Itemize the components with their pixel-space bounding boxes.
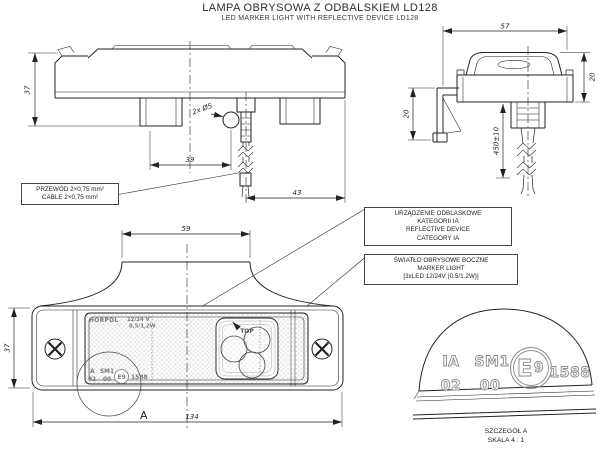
end-bracket-plate <box>436 88 444 142</box>
cable-note-box: PRZEWÓD 2×0,75 mm² CABLE 2×0,75 mm² <box>21 183 119 206</box>
callout-reflective-line1: URZĄDZENIE ODBLASKOWE <box>394 210 482 217</box>
callout-reflective-line2: KATEGORII IA <box>417 218 459 226</box>
cable-note-pl: PRZEWÓD 2×0,75 mm² <box>36 186 104 193</box>
detail-e-digit: 9 <box>534 360 544 376</box>
detail-caption-line1: SZCZEGÓŁ A <box>484 428 528 435</box>
led-3 <box>238 351 266 379</box>
detail-a-view: IA SM1 02 00 E 9 1588 <box>412 308 597 420</box>
detail-a-circle <box>76 351 142 417</box>
lens-row2b: 00 <box>103 377 111 383</box>
side-cable-plug <box>239 172 252 187</box>
callout-marker-line3: [3xLED 12/24V (0.5/1.2W)] <box>403 273 479 281</box>
detail-e-circle-outer <box>510 347 552 389</box>
lens-category: IA <box>88 369 95 375</box>
detail-caption-line2: SKALA 4 : 1 <box>487 437 525 445</box>
dim-cable-length: 450±10 <box>493 126 501 155</box>
detail-dome <box>418 308 593 392</box>
detail-a-caption: SZCZEGÓŁ A SKALA 4 : 1 <box>446 427 566 445</box>
side-foot-right <box>279 97 321 125</box>
front-view-dimensions: 59 37 134 A <box>4 225 343 427</box>
lens-e-mark: E9 <box>117 374 125 381</box>
end-lens-oval <box>497 60 531 69</box>
side-body-outline <box>54 55 346 99</box>
dim-end-bracket-height: 20 <box>403 109 411 118</box>
dim-cable-to-end: 43 <box>293 189 302 197</box>
dim-side-height: 37 <box>24 85 32 94</box>
detail-approval-number: 1588 <box>550 365 591 381</box>
side-cable-break-2 <box>237 161 254 174</box>
screw-right <box>311 338 333 360</box>
detail-row2b: 00 <box>480 378 500 394</box>
cable-note-leader <box>109 172 239 197</box>
lens-brand: HORPOL <box>89 318 119 324</box>
drawing-title-en: LED MARKER LIGHT WITH REFLECTIVE DEVICE … <box>221 14 419 22</box>
end-cable-break-2 <box>516 161 537 176</box>
dim-front-height: 37 <box>4 343 12 352</box>
side-mounting-hole <box>222 111 240 129</box>
detail-e-circle-inner <box>513 350 549 386</box>
led-1 <box>220 335 248 363</box>
callout-reflective-line3: REFLECTIVE DEVICE <box>405 226 471 234</box>
end-view <box>432 46 574 198</box>
callout-marker-line2: MARKER LIGHT <box>417 265 465 273</box>
detail-type: SM1 <box>474 354 509 370</box>
callout-reflective-line4: CATEGORY IA <box>416 234 460 242</box>
side-lens-top <box>87 48 313 59</box>
lens-power: 0,5/1,2W <box>129 324 156 330</box>
end-dome-outline <box>465 52 563 76</box>
lens-e-mark-circle <box>114 369 129 384</box>
lens-markings: HORPOL 12/24 V 0,5/1,2W IA SM1 02 00 E9 … <box>88 317 254 384</box>
title-block: LAMPA OBRYSOWA Z ODBALSKIEM LD128 LED MA… <box>120 2 520 23</box>
end-cable-break-1 <box>516 142 537 157</box>
screw-left <box>44 338 66 360</box>
lens-row2a: 02 <box>88 377 96 383</box>
detail-category: IA <box>442 354 459 370</box>
lens-approval-number: 1588 <box>131 374 148 381</box>
marker-light-callout: ŚWIATŁO OBRYSOWE BOCZNE MARKER LIGHT [3x… <box>364 254 518 285</box>
drawing-title-pl: LAMPA OBRYSOWA Z ODBALSKIEM LD128 <box>202 2 438 14</box>
side-foot-left <box>139 97 183 127</box>
dim-hole-spacing: 39 <box>186 156 195 164</box>
reflective-device-callout: URZĄDZENIE ODBLASKOWE KATEGORII IA REFLE… <box>364 207 512 246</box>
side-view-dimensions: 37 39 43 2x Ø5 <box>24 52 346 203</box>
dim-end-lens-height: 20 <box>589 72 597 81</box>
dim-end-width: 57 <box>501 23 510 31</box>
dim-bracket-width: 59 <box>182 225 191 233</box>
lens-type: SM1 <box>100 369 114 375</box>
dim-total-width: 134 <box>185 413 198 421</box>
side-cable-break-1 <box>237 145 254 158</box>
detail-ref-label: A <box>140 409 148 422</box>
detail-e-letter: E <box>517 356 533 382</box>
holes-label: 2x Ø5 <box>191 102 214 117</box>
lens-top-label: TOP <box>240 328 254 335</box>
end-view-dimensions: 57 20 20 450±10 <box>403 23 597 179</box>
front-view <box>31 244 344 428</box>
lens-voltage: 12/24 V <box>127 317 151 323</box>
cable-note-en: CABLE 2×0,75 mm² <box>41 194 99 202</box>
front-bracket-bell <box>39 261 333 307</box>
side-view <box>54 41 346 205</box>
end-flange <box>456 74 574 103</box>
detail-row2a: 02 <box>441 378 461 394</box>
callout-marker-line1: ŚWIATŁO OBRYSOWE BOCZNE <box>393 257 489 264</box>
